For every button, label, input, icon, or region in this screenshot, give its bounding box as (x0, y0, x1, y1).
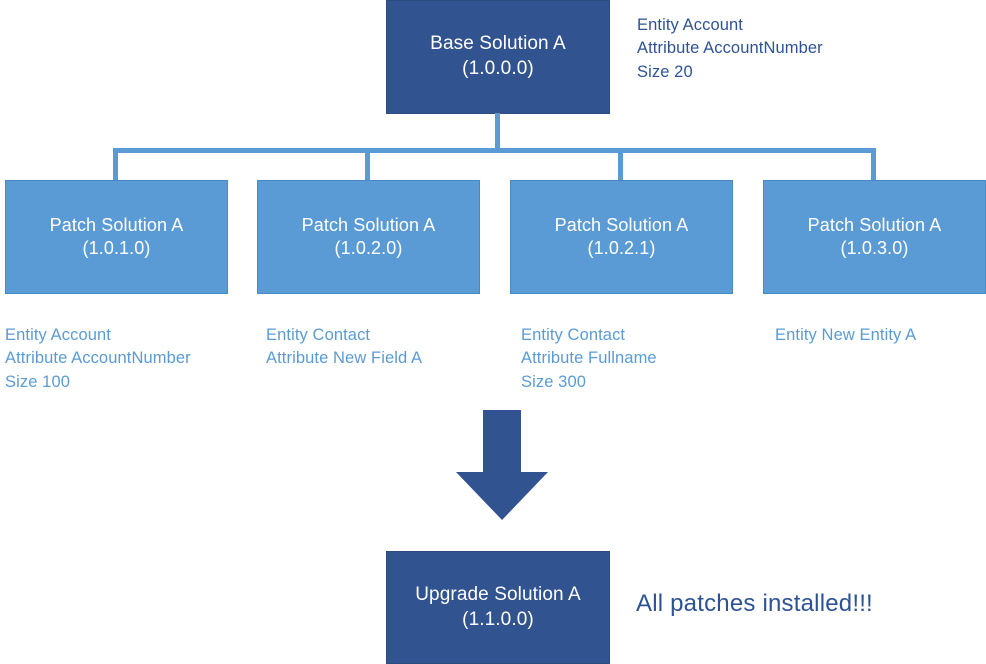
connector-drop-patch-1 (113, 148, 118, 181)
node-patch-solution-4[interactable]: Patch Solution A (1.0.3.0) (763, 180, 986, 294)
caption-all-patches-installed: All patches installed!!! (636, 590, 873, 617)
node-patch-solution-2-title: Patch Solution A (301, 214, 436, 235)
node-patch-solution-3-title: Patch Solution A (554, 214, 689, 235)
node-upgrade-solution-title: Upgrade Solution A (415, 583, 581, 605)
node-patch-solution-1[interactable]: Patch Solution A (1.0.1.0) (5, 180, 228, 294)
node-patch-solution-3-version: (1.0.2.1) (587, 238, 656, 258)
node-upgrade-solution-version: (1.1.0.0) (462, 608, 534, 630)
down-arrow-icon (456, 410, 548, 520)
node-base-solution-version: (1.0.0.0) (462, 58, 534, 79)
node-patch-solution-2-version: (1.0.2.0) (334, 238, 403, 258)
node-patch-solution-1-title: Patch Solution A (49, 214, 184, 235)
connector-drop-patch-3 (618, 148, 623, 181)
annotation-patch-solution-3: Entity Contact Attribute Fullname Size 3… (521, 326, 657, 391)
annotation-patch-solution-4: Entity New Entity A (775, 326, 917, 344)
connector-drop-patch-4 (871, 148, 876, 181)
node-patch-solution-4-version: (1.0.3.0) (840, 238, 909, 258)
node-base-solution-title: Base Solution A (430, 33, 566, 55)
connector-base-stem (495, 113, 500, 151)
node-base-solution[interactable]: Base Solution A (1.0.0.0) (386, 0, 610, 114)
node-patch-solution-4-title: Patch Solution A (807, 214, 942, 235)
annotation-base-solution: Entity Account Attribute AccountNumber S… (637, 16, 823, 81)
node-patch-solution-2[interactable]: Patch Solution A (1.0.2.0) (257, 180, 480, 294)
annotation-patch-solution-1: Entity Account Attribute AccountNumber S… (5, 326, 191, 391)
node-patch-solution-1-version: (1.0.1.0) (82, 238, 151, 258)
connector-drop-patch-2 (365, 148, 370, 181)
connector-horizontal-bus (113, 148, 876, 153)
node-upgrade-solution[interactable]: Upgrade Solution A (1.1.0.0) (386, 551, 610, 664)
annotation-patch-solution-2: Entity Contact Attribute New Field A (266, 326, 423, 368)
node-patch-solution-3[interactable]: Patch Solution A (1.0.2.1) (510, 180, 733, 294)
